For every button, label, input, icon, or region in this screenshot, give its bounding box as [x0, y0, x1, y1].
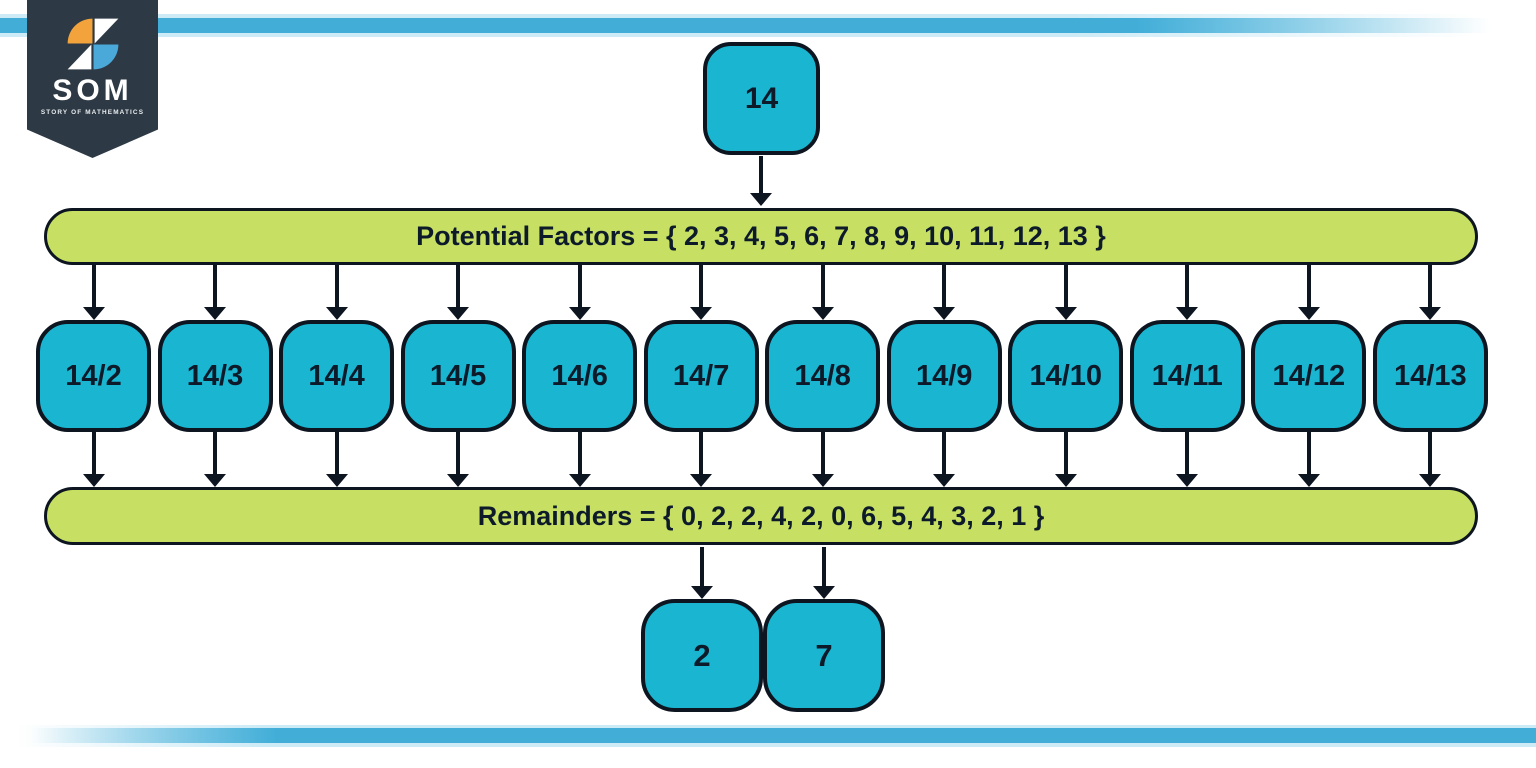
division-cell: 14/13	[1372, 265, 1488, 487]
arrow-down-icon	[812, 547, 836, 599]
arrow-down-icon	[1175, 265, 1199, 320]
division-node: 14/10	[1008, 320, 1124, 432]
division-cell: 14/11	[1129, 265, 1245, 487]
factor-node: 2	[641, 599, 763, 712]
arrow-down-icon	[82, 432, 106, 487]
som-logo-banner: SOM STORY OF MATHEMATICS	[27, 0, 158, 158]
division-node: 14/4	[279, 320, 395, 432]
division-node: 14/7	[643, 320, 759, 432]
division-node: 14/11	[1129, 320, 1245, 432]
factors-found-group: 2 7	[641, 547, 885, 712]
division-node: 14/6	[522, 320, 638, 432]
division-cell: 14/5	[400, 265, 516, 487]
division-cell: 14/12	[1251, 265, 1367, 487]
arrow-down-icon	[689, 432, 713, 487]
division-cell: 14/9	[886, 265, 1002, 487]
arrow-down-icon	[325, 432, 349, 487]
arrow-down-icon	[811, 432, 835, 487]
arrow-down-icon	[446, 265, 470, 320]
top-accent-stripe	[0, 18, 1536, 33]
division-cell: 14/2	[36, 265, 151, 487]
arrow-down-icon	[325, 265, 349, 320]
dividend-node: 14	[703, 42, 820, 155]
factor-node: 7	[763, 599, 885, 712]
arrow-down-icon	[749, 156, 773, 206]
arrow-down-icon	[1054, 265, 1078, 320]
arrow-down-icon	[932, 432, 956, 487]
arrow-down-icon	[1175, 432, 1199, 487]
division-node: 14/13	[1372, 320, 1488, 432]
arrow-down-icon	[203, 432, 227, 487]
division-node: 14/8	[765, 320, 881, 432]
arrow-down-icon	[690, 547, 714, 599]
division-node: 14/3	[157, 320, 273, 432]
som-logo-icon	[67, 18, 118, 70]
division-cell: 14/7	[643, 265, 759, 487]
som-logo-tagline: STORY OF MATHEMATICS	[40, 109, 145, 116]
division-node: 14/5	[400, 320, 516, 432]
arrow-down-icon	[446, 432, 470, 487]
remainders-bar: Remainders = { 0, 2, 2, 4, 2, 0, 6, 5, 4…	[44, 487, 1478, 545]
arrow-down-icon	[568, 265, 592, 320]
arrow-down-icon	[1418, 432, 1442, 487]
division-node: 14/12	[1251, 320, 1367, 432]
potential-factors-bar: Potential Factors = { 2, 3, 4, 5, 6, 7, …	[44, 208, 1478, 265]
arrow-down-icon	[1297, 432, 1321, 487]
division-cell: 14/8	[765, 265, 881, 487]
bottom-accent-stripe	[0, 728, 1536, 743]
division-cell: 14/6	[522, 265, 638, 487]
division-cell: 14/4	[279, 265, 395, 487]
factor-cell: 7	[763, 547, 885, 712]
division-cell: 14/10	[1008, 265, 1124, 487]
arrow-down-icon	[932, 265, 956, 320]
som-logo-text: SOM	[52, 74, 133, 107]
arrow-down-icon	[811, 265, 835, 320]
arrow-down-icon	[1418, 265, 1442, 320]
arrow-down-icon	[1297, 265, 1321, 320]
division-grid: 14/2 14/3 14/4 14/5 14/6 14/7 14/8 14/9	[36, 265, 1488, 487]
arrow-down-icon	[568, 432, 592, 487]
arrow-down-icon	[689, 265, 713, 320]
factor-cell: 2	[641, 547, 763, 712]
arrow-down-icon	[82, 265, 106, 320]
arrow-down-icon	[203, 265, 227, 320]
division-node: 14/9	[886, 320, 1002, 432]
arrow-down-icon	[1054, 432, 1078, 487]
division-node: 14/2	[36, 320, 151, 432]
division-cell: 14/3	[157, 265, 273, 487]
